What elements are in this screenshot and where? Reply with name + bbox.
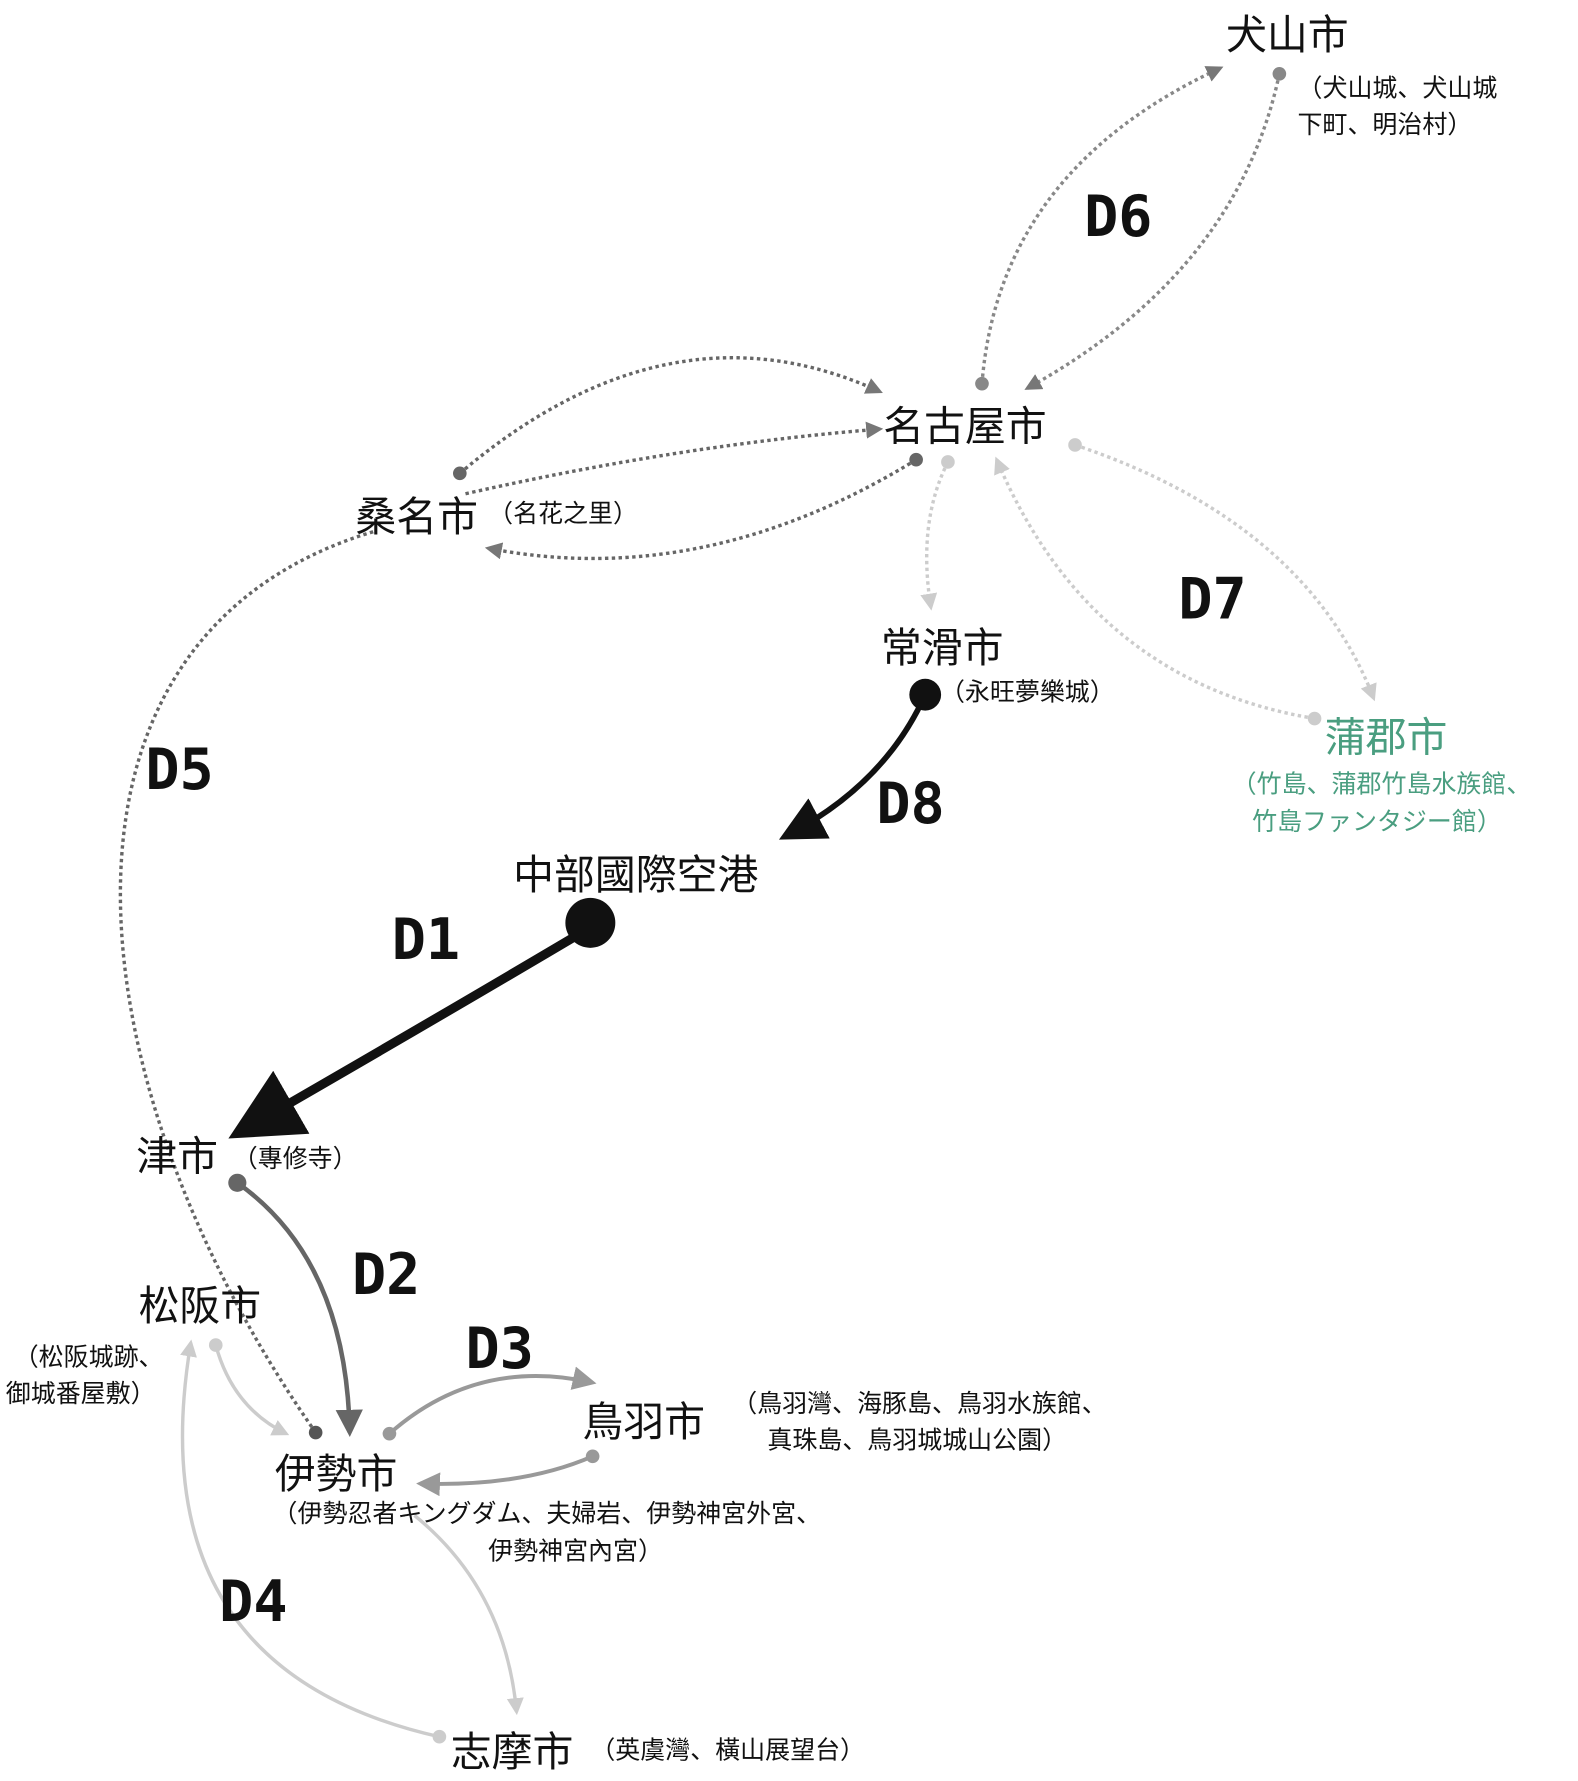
city-kuwana: 桑名市: [355, 493, 478, 541]
day-label-d7: D7: [1178, 567, 1246, 633]
node-dots: [208, 66, 1322, 1744]
city-nagoya: 名古屋市: [883, 402, 1046, 450]
edge-d5: [118, 421, 884, 1434]
edge-d7: [920, 443, 1377, 721]
city-toba: 鳥羽市: [582, 1398, 705, 1446]
city-tsu: 津市: [136, 1132, 218, 1180]
edge-d8: [778, 693, 928, 840]
ise-spots-1: （伊勢忍者キングダム、夫婦岩、伊勢神宮外宮、: [273, 1499, 822, 1528]
city-gamagori: 蒲郡市: [1325, 713, 1448, 761]
inuyama-spots-2: 下町、明治村）: [1298, 110, 1473, 139]
edge-d3: [388, 1366, 597, 1497]
shima-spots: （英虞灣、橫山展望台）: [590, 1735, 865, 1764]
edge-d1: [228, 926, 587, 1139]
edge-d2: [236, 1180, 363, 1438]
edge-nagoya-kuwana: [458, 356, 918, 561]
gamagori-spots-2: 竹島ファンタジー館）: [1252, 807, 1502, 836]
day-label-d3: D3: [465, 1316, 533, 1382]
day-label-d1: D1: [392, 907, 460, 973]
day-label-d2: D2: [352, 1242, 420, 1308]
tsu-spots: （專修寺）: [233, 1144, 358, 1173]
day-label-d5: D5: [145, 737, 213, 803]
city-ise: 伊勢市: [275, 1450, 398, 1498]
ise-spots-2: 伊勢神宮內宮）: [488, 1537, 663, 1566]
city-tokoname: 常滑市: [881, 624, 1004, 672]
day-label-d6: D6: [1084, 184, 1152, 250]
day-label-d4: D4: [219, 1569, 287, 1635]
tokoname-spots: （永旺夢樂城）: [940, 677, 1115, 706]
edge-inuyama-nagoya: [1024, 73, 1282, 390]
edge-d6: [980, 66, 1282, 390]
edge-nagoya-inuyama: [980, 66, 1224, 384]
edge-d4: [180, 1339, 524, 1739]
day-label-d8: D8: [876, 771, 944, 837]
city-inuyama: 犬山市: [1226, 11, 1349, 59]
kuwana-spots: （名花之里）: [488, 499, 638, 528]
city-chubu-airport: 中部國際空港: [513, 851, 758, 899]
gamagori-spots-1: （竹島、蒲郡竹島水族館、: [1232, 769, 1532, 798]
toba-spots-2: 真珠島、鳥羽城城山公園）: [767, 1425, 1067, 1454]
inuyama-spots-1: （犬山城、犬山城: [1298, 73, 1498, 102]
matsusaka-spots-1: （松阪城跡、: [14, 1343, 164, 1372]
city-shima: 志摩市: [451, 1728, 574, 1776]
matsusaka-spots-2: 御城番屋敷）: [6, 1379, 156, 1408]
toba-spots-1: （鳥羽灣、海豚島、鳥羽水族館、: [732, 1389, 1107, 1418]
city-matsusaka: 松阪市: [139, 1282, 262, 1330]
